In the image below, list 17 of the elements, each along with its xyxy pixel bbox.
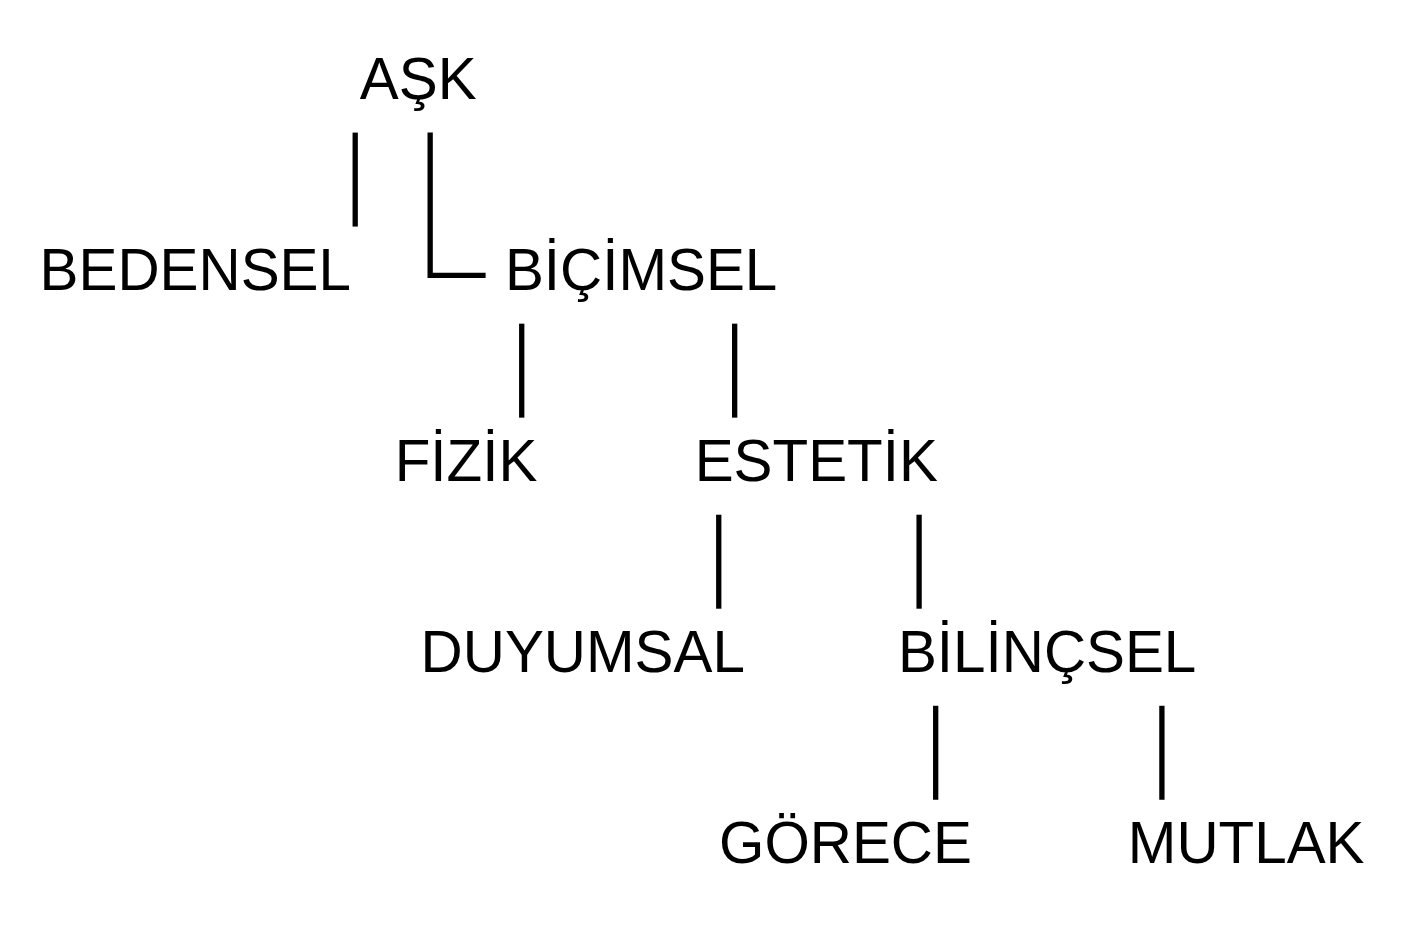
node-text: BEDENSEL: [39, 237, 352, 303]
node-text: DUYUMSAL: [420, 619, 745, 685]
node-text: AŞK: [359, 46, 477, 112]
node-text: ESTETİK: [694, 428, 938, 494]
connector: [519, 323, 525, 418]
node-text: MUTLAK: [1127, 810, 1365, 876]
node-text: BİÇİMSEL: [504, 237, 778, 303]
connector: [916, 514, 922, 609]
connector: [352, 132, 358, 227]
connector: [427, 132, 486, 279]
connector: [1159, 705, 1165, 800]
connector: [732, 323, 738, 418]
node-text: FİZİK: [394, 428, 538, 494]
node-text: BİLİNÇSEL: [897, 619, 1197, 685]
connector: [716, 514, 722, 609]
connector: [933, 705, 939, 800]
node-text: GÖRECE: [718, 810, 972, 876]
